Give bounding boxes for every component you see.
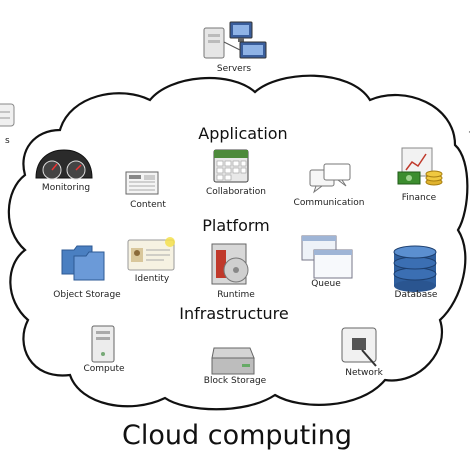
label-communication: Communication <box>293 198 365 208</box>
label-block-storage: Block Storage <box>203 376 267 386</box>
right-partial-mark: · <box>468 128 471 138</box>
cloud-outline <box>7 74 469 411</box>
content-icon <box>125 171 159 195</box>
section-infrastructure: Infrastructure <box>179 304 289 323</box>
label-object-storage: Object Storage <box>53 290 121 300</box>
label-runtime: Runtime <box>217 290 255 300</box>
servers-icon <box>203 21 267 59</box>
label-queue: Queue <box>311 279 341 289</box>
label-servers: Servers <box>216 64 252 74</box>
diagram-caption: Cloud computing <box>122 420 352 451</box>
monitoring-icon <box>35 149 93 180</box>
left-partial-icon <box>0 103 15 127</box>
section-application: Application <box>198 124 288 143</box>
network-icon <box>341 327 377 367</box>
label-identity: Identity <box>134 274 170 284</box>
queue-icon <box>301 235 353 279</box>
label-finance: Finance <box>401 193 437 203</box>
label-database: Database <box>394 290 438 300</box>
section-platform: Platform <box>202 216 270 235</box>
database-icon <box>393 245 437 292</box>
finance-icon <box>397 147 443 186</box>
label-monitoring: Monitoring <box>41 183 91 193</box>
compute-icon <box>91 325 115 363</box>
runtime-icon <box>211 243 249 285</box>
label-compute: Compute <box>83 364 125 374</box>
object-storage-icon <box>61 245 105 281</box>
communication-icon <box>309 163 351 194</box>
label-network: Network <box>345 368 383 378</box>
label-collaboration: Collaboration <box>206 187 266 197</box>
collaboration-icon <box>213 149 249 183</box>
label-content: Content <box>130 200 166 210</box>
identity-icon <box>127 237 175 271</box>
label-left-partial: s <box>5 136 10 146</box>
block-storage-icon <box>211 347 255 375</box>
